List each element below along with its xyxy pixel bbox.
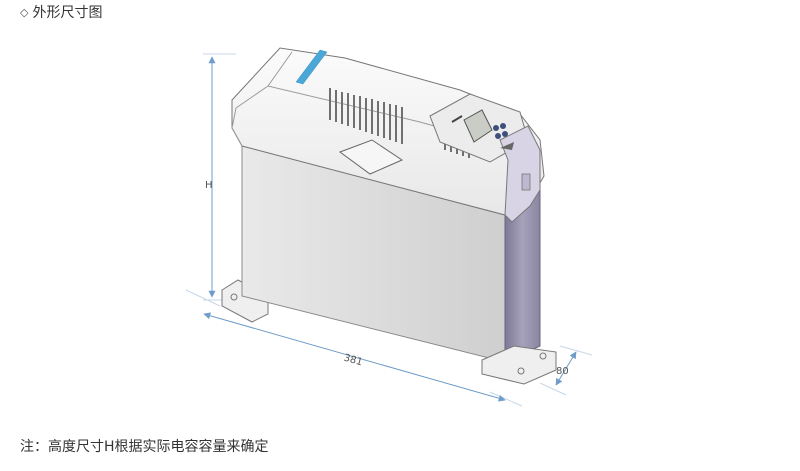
height-dimension bbox=[203, 53, 236, 301]
right-end-cap bbox=[499, 125, 541, 223]
mounting-hole-icon bbox=[539, 352, 547, 360]
height-label: H bbox=[205, 180, 213, 191]
control-button-icon bbox=[500, 123, 506, 129]
footnote: 注：高度尺寸H根据实际电容容量来确定 bbox=[20, 439, 269, 455]
lcd-screen bbox=[463, 109, 493, 143]
depth-label: 80 bbox=[556, 366, 569, 377]
blue-accent-strip bbox=[295, 49, 328, 85]
mounting-hole-icon bbox=[517, 367, 525, 375]
status-led-row bbox=[451, 115, 463, 123]
control-button-icon bbox=[502, 131, 508, 137]
diamond-bullet-icon: ◇ bbox=[20, 5, 29, 19]
diamond-emblem-icon bbox=[338, 139, 404, 175]
length-dimension bbox=[185, 289, 523, 407]
mounting-hole-icon bbox=[230, 293, 238, 301]
length-label: 381 bbox=[342, 353, 363, 369]
depth-dimension bbox=[539, 345, 593, 396]
section-title: 外形尺寸图 bbox=[32, 5, 103, 21]
control-button-icon bbox=[495, 133, 501, 139]
control-button-icon bbox=[493, 125, 499, 131]
right-mounting-bracket bbox=[481, 345, 557, 385]
side-latch bbox=[521, 173, 531, 191]
capacitor-device bbox=[221, 47, 557, 385]
section-heading: ◇ 外形尺寸图 bbox=[20, 2, 102, 22]
